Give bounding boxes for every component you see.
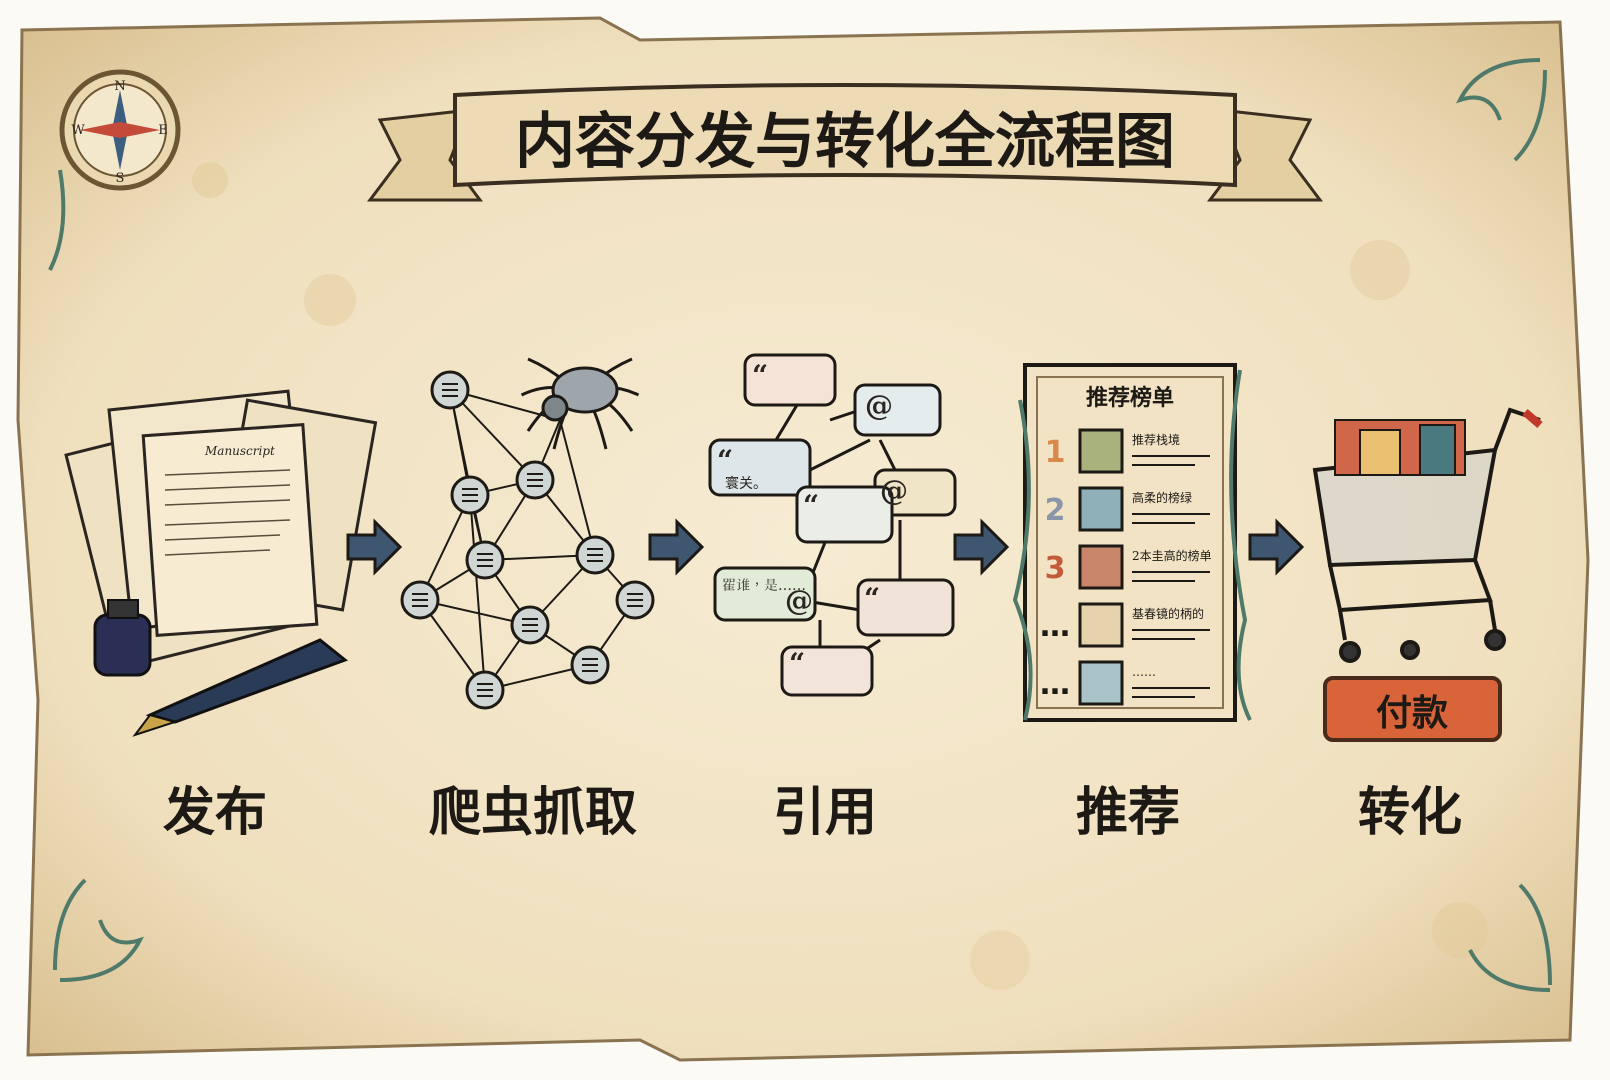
document-node-icon	[465, 670, 505, 710]
corner-ornament-icon	[48, 58, 1552, 992]
thumbnail-image-icon	[1078, 660, 1124, 706]
spider-icon	[520, 357, 640, 450]
document-node-icon	[465, 540, 505, 580]
bubble-text: 𨾴谁，是……	[722, 578, 806, 594]
title-banner: 内容分发与转化全流程图	[367, 83, 1323, 202]
rank-number: …	[1040, 667, 1070, 702]
arrow-right-icon	[648, 518, 705, 576]
rank-item-text: 基春镜的柄的	[1132, 606, 1204, 621]
manuscripts-illustration: Manuscript	[64, 389, 378, 737]
rank-number: 2	[1045, 493, 1066, 528]
compass-east: E	[158, 123, 168, 138]
svg-text:@: @	[880, 474, 908, 507]
svg-text:“: “	[803, 489, 819, 522]
thumbnail-image-icon	[1078, 544, 1124, 590]
document-node-icon	[510, 605, 550, 645]
arrow-right-icon	[346, 518, 403, 576]
ranking-list-item: 3 2本圭高的榜单	[1045, 544, 1212, 590]
thumbnail-image-icon	[1078, 428, 1124, 474]
spider-network-illustration	[400, 357, 655, 710]
document-node-icon	[400, 580, 440, 620]
step-label-publish: 发布	[163, 783, 267, 843]
document-node-icon	[575, 535, 615, 575]
pay-button-label: 付款	[1376, 693, 1448, 734]
svg-text:“: “	[789, 647, 805, 680]
svg-text:@: @	[865, 389, 893, 422]
document-node-icon	[615, 580, 655, 620]
shopping-cart-icon	[1312, 407, 1543, 663]
svg-text:“: “	[717, 444, 733, 477]
ranking-list-item: 2 高柔的榜绿	[1045, 486, 1210, 532]
ink-bottle-icon	[93, 599, 152, 677]
svg-text:“: “	[752, 359, 768, 392]
compass-north: N	[114, 79, 125, 94]
compass-icon: N E S W	[59, 69, 181, 191]
step-label-convert: 转化	[1358, 783, 1462, 843]
document-node-icon	[430, 370, 470, 410]
step-label-crawl: 爬虫抓取	[429, 783, 637, 843]
pay-button[interactable]: 付款	[1323, 676, 1502, 742]
network-edge	[469, 494, 486, 691]
arrow-right-icon	[953, 518, 1010, 576]
rank-item-text: 推荐栈境	[1132, 432, 1180, 447]
page-title: 内容分发与转化全流程图	[515, 107, 1175, 177]
ranking-list-item: 1 推荐栈境	[1045, 428, 1210, 474]
compass-south: S	[116, 171, 125, 186]
ranking-list-title: 推荐榜单	[1086, 385, 1174, 411]
document-node-icon	[570, 645, 610, 685]
svg-text:“: “	[864, 582, 880, 615]
svg-text:@: @	[785, 584, 813, 617]
ranking-list-item: ………	[1040, 660, 1210, 706]
arrow-right-icon	[1248, 518, 1305, 576]
manuscript-title: Manuscript	[204, 444, 275, 458]
thumbnail-image-icon	[1078, 602, 1124, 648]
compass-west: W	[71, 123, 85, 138]
step-label-cite: 引用	[773, 783, 877, 843]
rank-item-text: ……	[1132, 665, 1156, 679]
bubble-text: 寰关。	[725, 476, 767, 492]
rank-item-text: 2本圭高的榜单	[1132, 548, 1212, 563]
rank-number: 1	[1045, 435, 1066, 470]
network-edge	[449, 389, 486, 561]
rank-number: 3	[1045, 551, 1066, 586]
fountain-pen-icon	[132, 638, 349, 737]
step-label-recommend: 推荐	[1076, 783, 1180, 843]
network-edge	[449, 389, 536, 481]
rank-number: …	[1040, 609, 1070, 644]
network-edge	[559, 419, 596, 556]
ranking-list-item: … 基春镜的柄的	[1040, 602, 1210, 648]
quote-bubbles-illustration: “ “ “ “ “ @ @ @ 寰关。 𨾴谁，是……	[708, 353, 957, 697]
flow-arrows	[346, 518, 1305, 576]
document-node-icon	[515, 460, 555, 500]
document-node-icon	[450, 475, 490, 515]
rank-item-text: 高柔的榜绿	[1132, 490, 1192, 505]
thumbnail-image-icon	[1078, 486, 1124, 532]
